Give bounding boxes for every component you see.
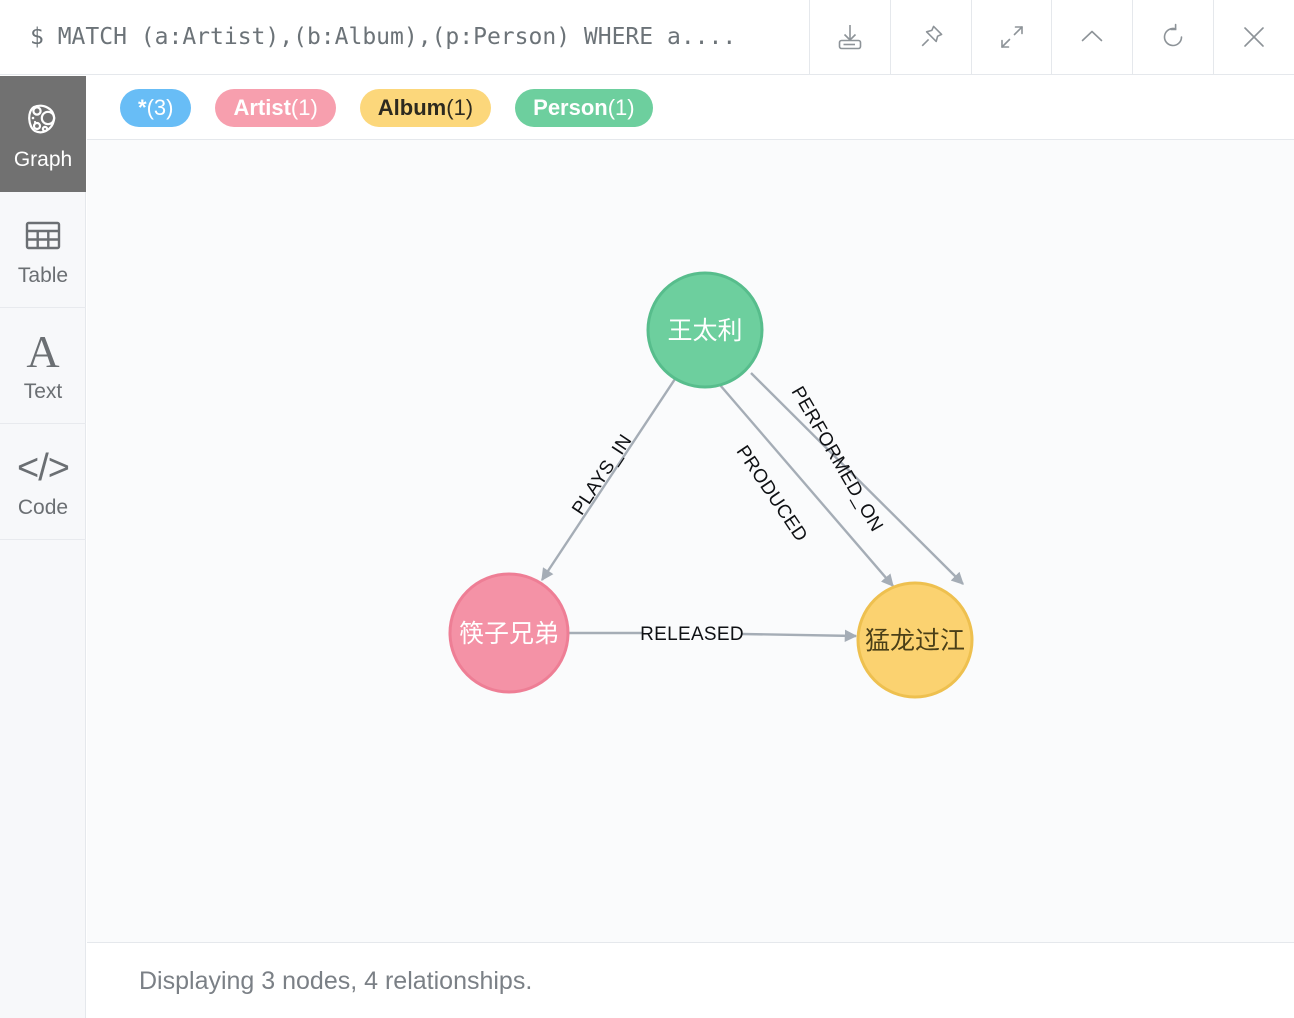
result-status-bar: Displaying 3 nodes, 4 relationships. xyxy=(87,944,1294,1018)
node-label-person: 王太利 xyxy=(667,316,742,345)
graph-canvas[interactable]: PLAYS_IN PRODUCED PERFORMED_ON RELEASED … xyxy=(87,140,1294,943)
view-sidebar: Graph Table A Text xyxy=(0,76,86,1018)
refresh-icon xyxy=(1163,23,1183,47)
legend-chip-all[interactable]: *(3) xyxy=(120,88,192,127)
status-text: Displaying 3 nodes, 4 relationships. xyxy=(139,966,533,995)
node-label-artist: 筷子兄弟 xyxy=(459,619,559,648)
edge-plays-in xyxy=(540,378,677,582)
edge-released-right xyxy=(741,629,858,643)
relationship-edges xyxy=(540,372,964,643)
table-icon xyxy=(21,213,65,259)
sidebar-item-label: Table xyxy=(17,264,69,287)
sidebar-item-text[interactable]: A Text xyxy=(0,308,86,424)
node-label-album: 猛龙过江 xyxy=(865,626,965,655)
refresh-button[interactable] xyxy=(1133,0,1215,74)
frame-toolbar xyxy=(810,0,1294,74)
code-icon: </> xyxy=(17,447,70,489)
legend-chip-label: Artist xyxy=(233,94,291,120)
sidebar-item-label: Code xyxy=(17,496,69,519)
query-text: $ MATCH (a:Artist),(b:Album),(p:Person) … xyxy=(30,24,737,50)
node-album[interactable]: 猛龙过江 xyxy=(856,581,974,699)
text-icon: A xyxy=(26,326,60,377)
legend-chip-count: (1) xyxy=(290,94,318,120)
rel-label-produced: PRODUCED xyxy=(732,442,812,546)
chevron-up-icon xyxy=(1082,30,1103,42)
sidebar-item-graph[interactable]: Graph xyxy=(0,76,86,192)
relationship-labels: PLAYS_IN PRODUCED PERFORMED_ON RELEASED xyxy=(568,383,887,645)
close-button[interactable] xyxy=(1214,0,1294,74)
graph-icon xyxy=(21,97,65,143)
legend-chip-label: Person xyxy=(533,94,608,120)
legend-chip-person[interactable]: Person(1) xyxy=(515,88,653,127)
result-frame-titlebar: $ MATCH (a:Artist),(b:Album),(p:Person) … xyxy=(0,0,1294,75)
sidebar-item-label: Graph xyxy=(13,148,73,171)
query-display[interactable]: $ MATCH (a:Artist),(b:Album),(p:Person) … xyxy=(0,0,810,74)
legend-chip-label: * xyxy=(138,94,147,120)
edge-performed-on xyxy=(750,372,964,585)
legend-chip-album[interactable]: Album(1) xyxy=(359,88,492,127)
node-person[interactable]: 王太利 xyxy=(646,271,764,389)
edge-produced xyxy=(719,384,894,587)
save-download-button[interactable] xyxy=(810,0,891,74)
legend-chip-count: (1) xyxy=(446,94,474,120)
collapse-button[interactable] xyxy=(1052,0,1134,74)
close-icon xyxy=(1244,27,1264,47)
pin-button[interactable] xyxy=(890,0,972,74)
sidebar-item-code[interactable]: </> Code xyxy=(0,424,86,540)
graph-nodes[interactable]: 王太利 筷子兄弟 猛龙过江 xyxy=(448,271,974,699)
legend-chip-label: Album xyxy=(377,94,447,120)
rel-label-performed-on: PERFORMED_ON xyxy=(787,383,887,536)
sidebar-item-table[interactable]: Table xyxy=(0,192,86,308)
rel-label-released: RELEASED xyxy=(640,624,744,645)
sidebar-item-label: Text xyxy=(23,380,63,403)
legend-bar: *(3) Artist(1) Album(1) Person(1) xyxy=(87,76,1294,140)
legend-chip-count: (3) xyxy=(146,94,174,120)
expand-button[interactable] xyxy=(971,0,1053,74)
expand-icon xyxy=(1000,26,1023,48)
download-icon xyxy=(838,25,862,50)
pin-icon xyxy=(921,25,943,47)
rel-label-plays-in: PLAYS_IN xyxy=(568,431,636,519)
legend-chip-count: (1) xyxy=(607,94,635,120)
node-artist[interactable]: 筷子兄弟 xyxy=(448,572,570,694)
legend-chip-artist[interactable]: Artist(1) xyxy=(215,88,336,127)
